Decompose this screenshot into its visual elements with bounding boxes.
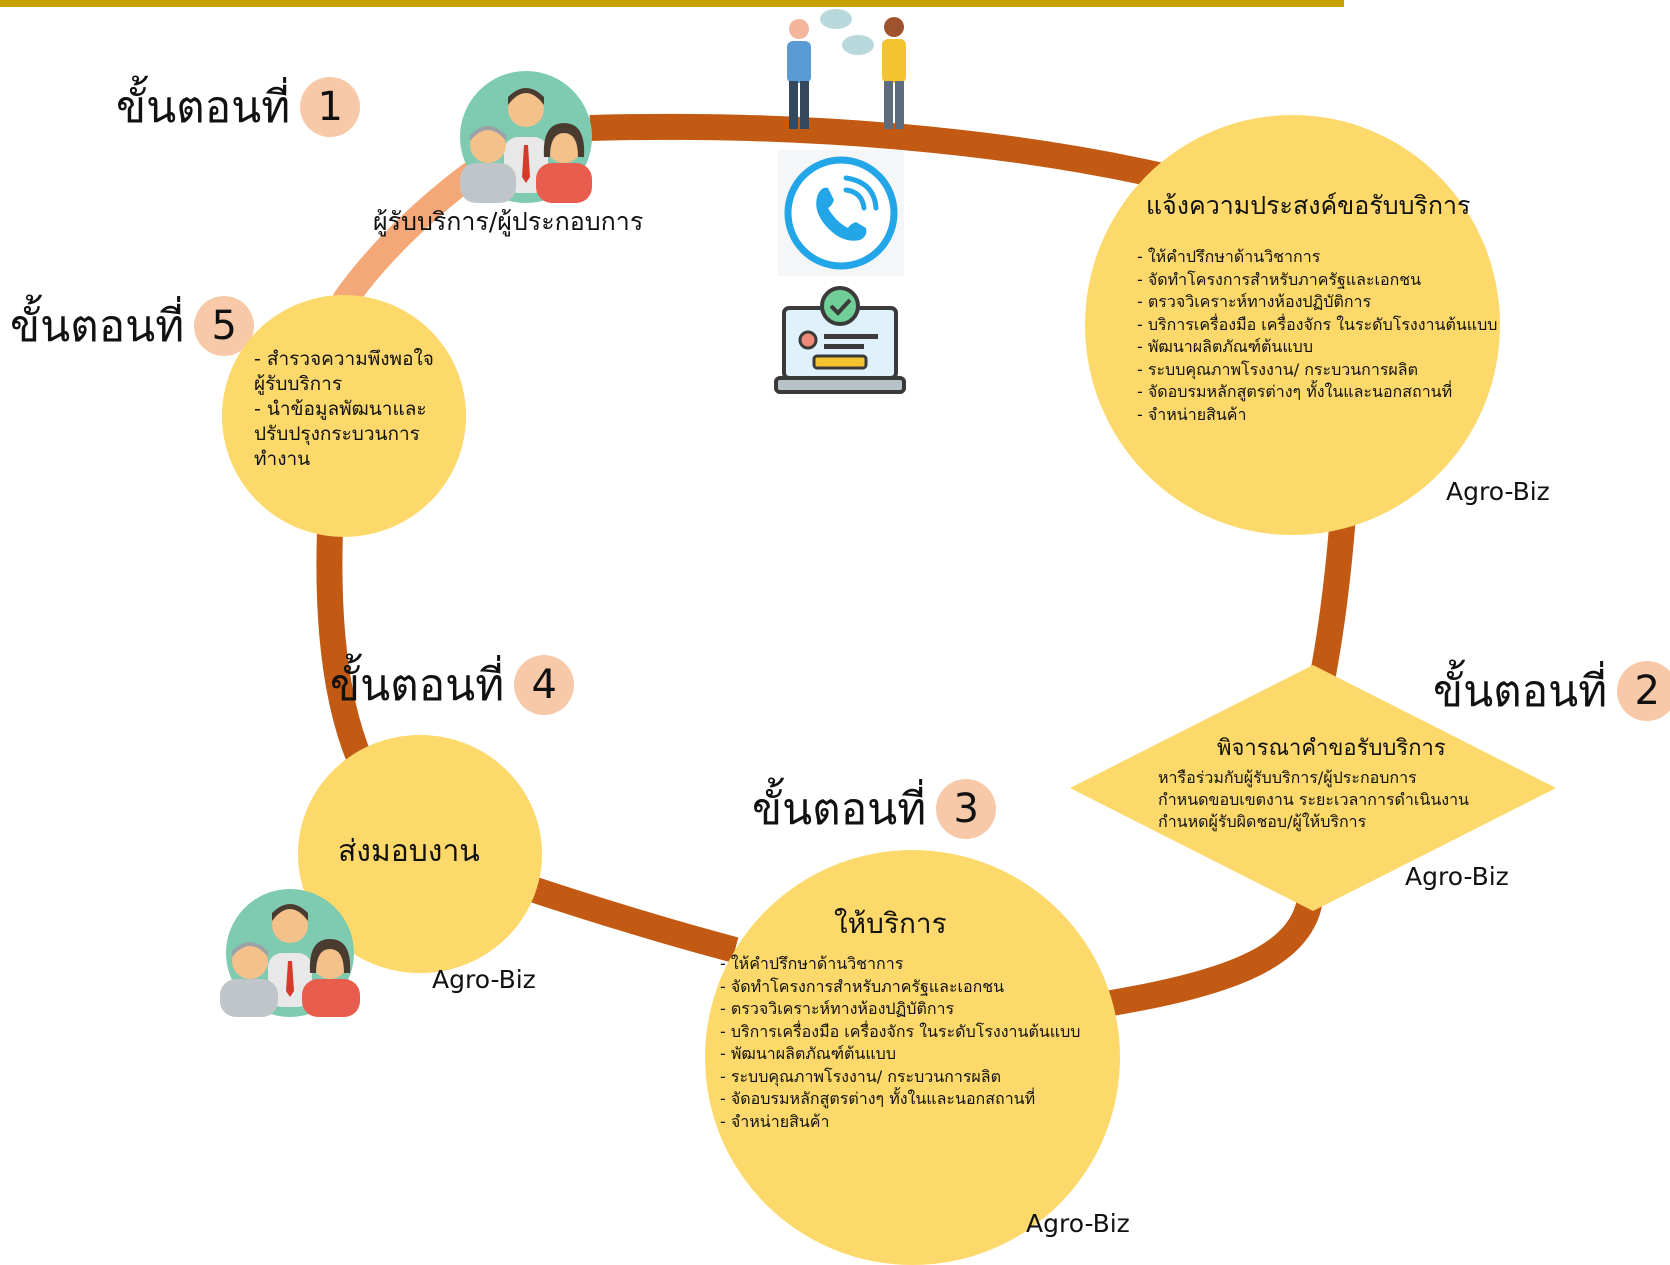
consider-details: หารือร่วมกับผู้รับบริการ/ผู้ประกอบการ กำ… [1158, 767, 1469, 833]
deliver-org-label: Agro-Biz [432, 965, 536, 994]
consider-diamond [1070, 665, 1556, 911]
step-1-number: 1 [300, 77, 361, 137]
request-service-list: ให้คำปรึกษาด้านวิชาการ จัดทำโครงการสำหรั… [1137, 246, 1498, 427]
list-item: ให้คำปรึกษาด้านวิชาการ [720, 953, 1080, 976]
consider-title: พิจารณาคำขอรับบริการ [1217, 736, 1446, 761]
step-2-number: 2 [1617, 661, 1670, 721]
step-3-label: ขั้นตอนที่ 3 [752, 774, 997, 844]
step-5-prefix: ขั้นตอนที่ [10, 301, 185, 352]
list-item: ตรวจวิเคราะห์ทางห้องปฏิบัติการ [1137, 291, 1497, 314]
loop-segment-service-to-deliver [515, 872, 739, 963]
survey-line: - สำรวจความพึงพอใจ [254, 348, 434, 370]
list-item: ระบบคุณภาพโรงงาน/ กระบวนการผลิต [1137, 359, 1497, 382]
step-2-prefix: ขั้นตอนที่ [1433, 666, 1608, 717]
user-group-icon [220, 889, 360, 1017]
survey-circle [222, 295, 466, 537]
list-item: จัดทำโครงการสำหรับภาครัฐและเอกชน [720, 976, 1080, 999]
loop-segment-step5-to-step1 [332, 162, 483, 313]
step-3-number: 3 [936, 779, 997, 839]
survey-line: ปรับปรุงกระบวนการ [254, 423, 420, 445]
top-accent-bar [0, 0, 1344, 7]
step-4-number: 4 [514, 655, 575, 715]
step-1-label: ขั้นตอนที่ 1 [116, 72, 361, 142]
consider-line: กำหนดขอบเขตงาน ระยะเวลาการดำเนินงาน [1158, 790, 1469, 809]
list-item: ตรวจวิเคราะห์ทางห้องปฏิบัติการ [720, 998, 1080, 1021]
service-list: ให้คำปรึกษาด้านวิชาการ จัดทำโครงการสำหรั… [720, 953, 1081, 1134]
consider-line: กำนหดผู้รับผิดชอบ/ผู้ให้บริการ [1158, 812, 1367, 831]
loop-segment-step1-to-step2 [589, 113, 1183, 193]
service-org-label: Agro-Biz [1026, 1209, 1130, 1238]
user-group-label: ผู้รับบริการ/ผู้ประกอบการ [373, 207, 644, 236]
list-item: จัดอบรมหลักสูตรต่างๆ ทั้งในและนอกสถานที่ [720, 1088, 1080, 1111]
list-item: พัฒนาผลิตภัณฑ์ต้นแบบ [720, 1043, 1080, 1066]
list-item: จำหน่ายสินค้า [1137, 404, 1497, 427]
loop-segment-deliver-to-survey [316, 529, 373, 765]
step-4-prefix: ขั้นตอนที่ [330, 660, 505, 711]
survey-line: ทำงาน [254, 448, 311, 470]
request-title: แจ้งความประสงค์ขอรับบริการ [1146, 191, 1471, 220]
survey-line: - นำข้อมูลพัฒนาและ [254, 398, 427, 420]
step-2-label: ขั้นตอนที่ 2 [1433, 656, 1670, 726]
request-org-label: Agro-Biz [1446, 477, 1550, 506]
list-item: ให้คำปรึกษาด้านวิชาการ [1137, 246, 1497, 269]
survey-line: ผู้รับบริการ [254, 373, 343, 395]
step-1-prefix: ขั้นตอนที่ [116, 82, 291, 133]
service-title: ให้บริการ [834, 907, 947, 940]
conversation-icon [787, 9, 906, 129]
list-item: จำหน่ายสินค้า [720, 1111, 1080, 1134]
laptop-checklist-icon [774, 286, 906, 394]
list-item: จัดอบรมหลักสูตรต่างๆ ทั้งในและนอกสถานที่ [1137, 381, 1497, 404]
loop-segment-consider-to-service [1097, 897, 1323, 1018]
phone-call-icon [778, 150, 904, 276]
list-item: บริการเครื่องมือ เครื่องจักร ในระดับโรงง… [720, 1021, 1081, 1044]
step-3-prefix: ขั้นตอนที่ [752, 784, 927, 835]
survey-text: - สำรวจความพึงพอใจ ผู้รับบริการ - นำข้อม… [254, 347, 434, 472]
user-group-icon [460, 71, 592, 203]
list-item: บริการเครื่องมือ เครื่องจักร ในระดับโรงง… [1137, 314, 1498, 337]
list-item: พัฒนาผลิตภัณฑ์ต้นแบบ [1137, 336, 1497, 359]
deliver-title: ส่งมอบงาน [338, 834, 480, 869]
list-item: ระบบคุณภาพโรงงาน/ กระบวนการผลิต [720, 1066, 1080, 1089]
loop-segment-request-to-consider [1307, 514, 1356, 693]
step-4-label: ขั้นตอนที่ 4 [330, 650, 575, 720]
step-5-label: ขั้นตอนที่ 5 [10, 291, 255, 361]
consider-org-label: Agro-Biz [1405, 862, 1509, 891]
consider-line: หารือร่วมกับผู้รับบริการ/ผู้ประกอบการ [1158, 768, 1417, 787]
list-item: จัดทำโครงการสำหรับภาครัฐและเอกชน [1137, 269, 1497, 292]
